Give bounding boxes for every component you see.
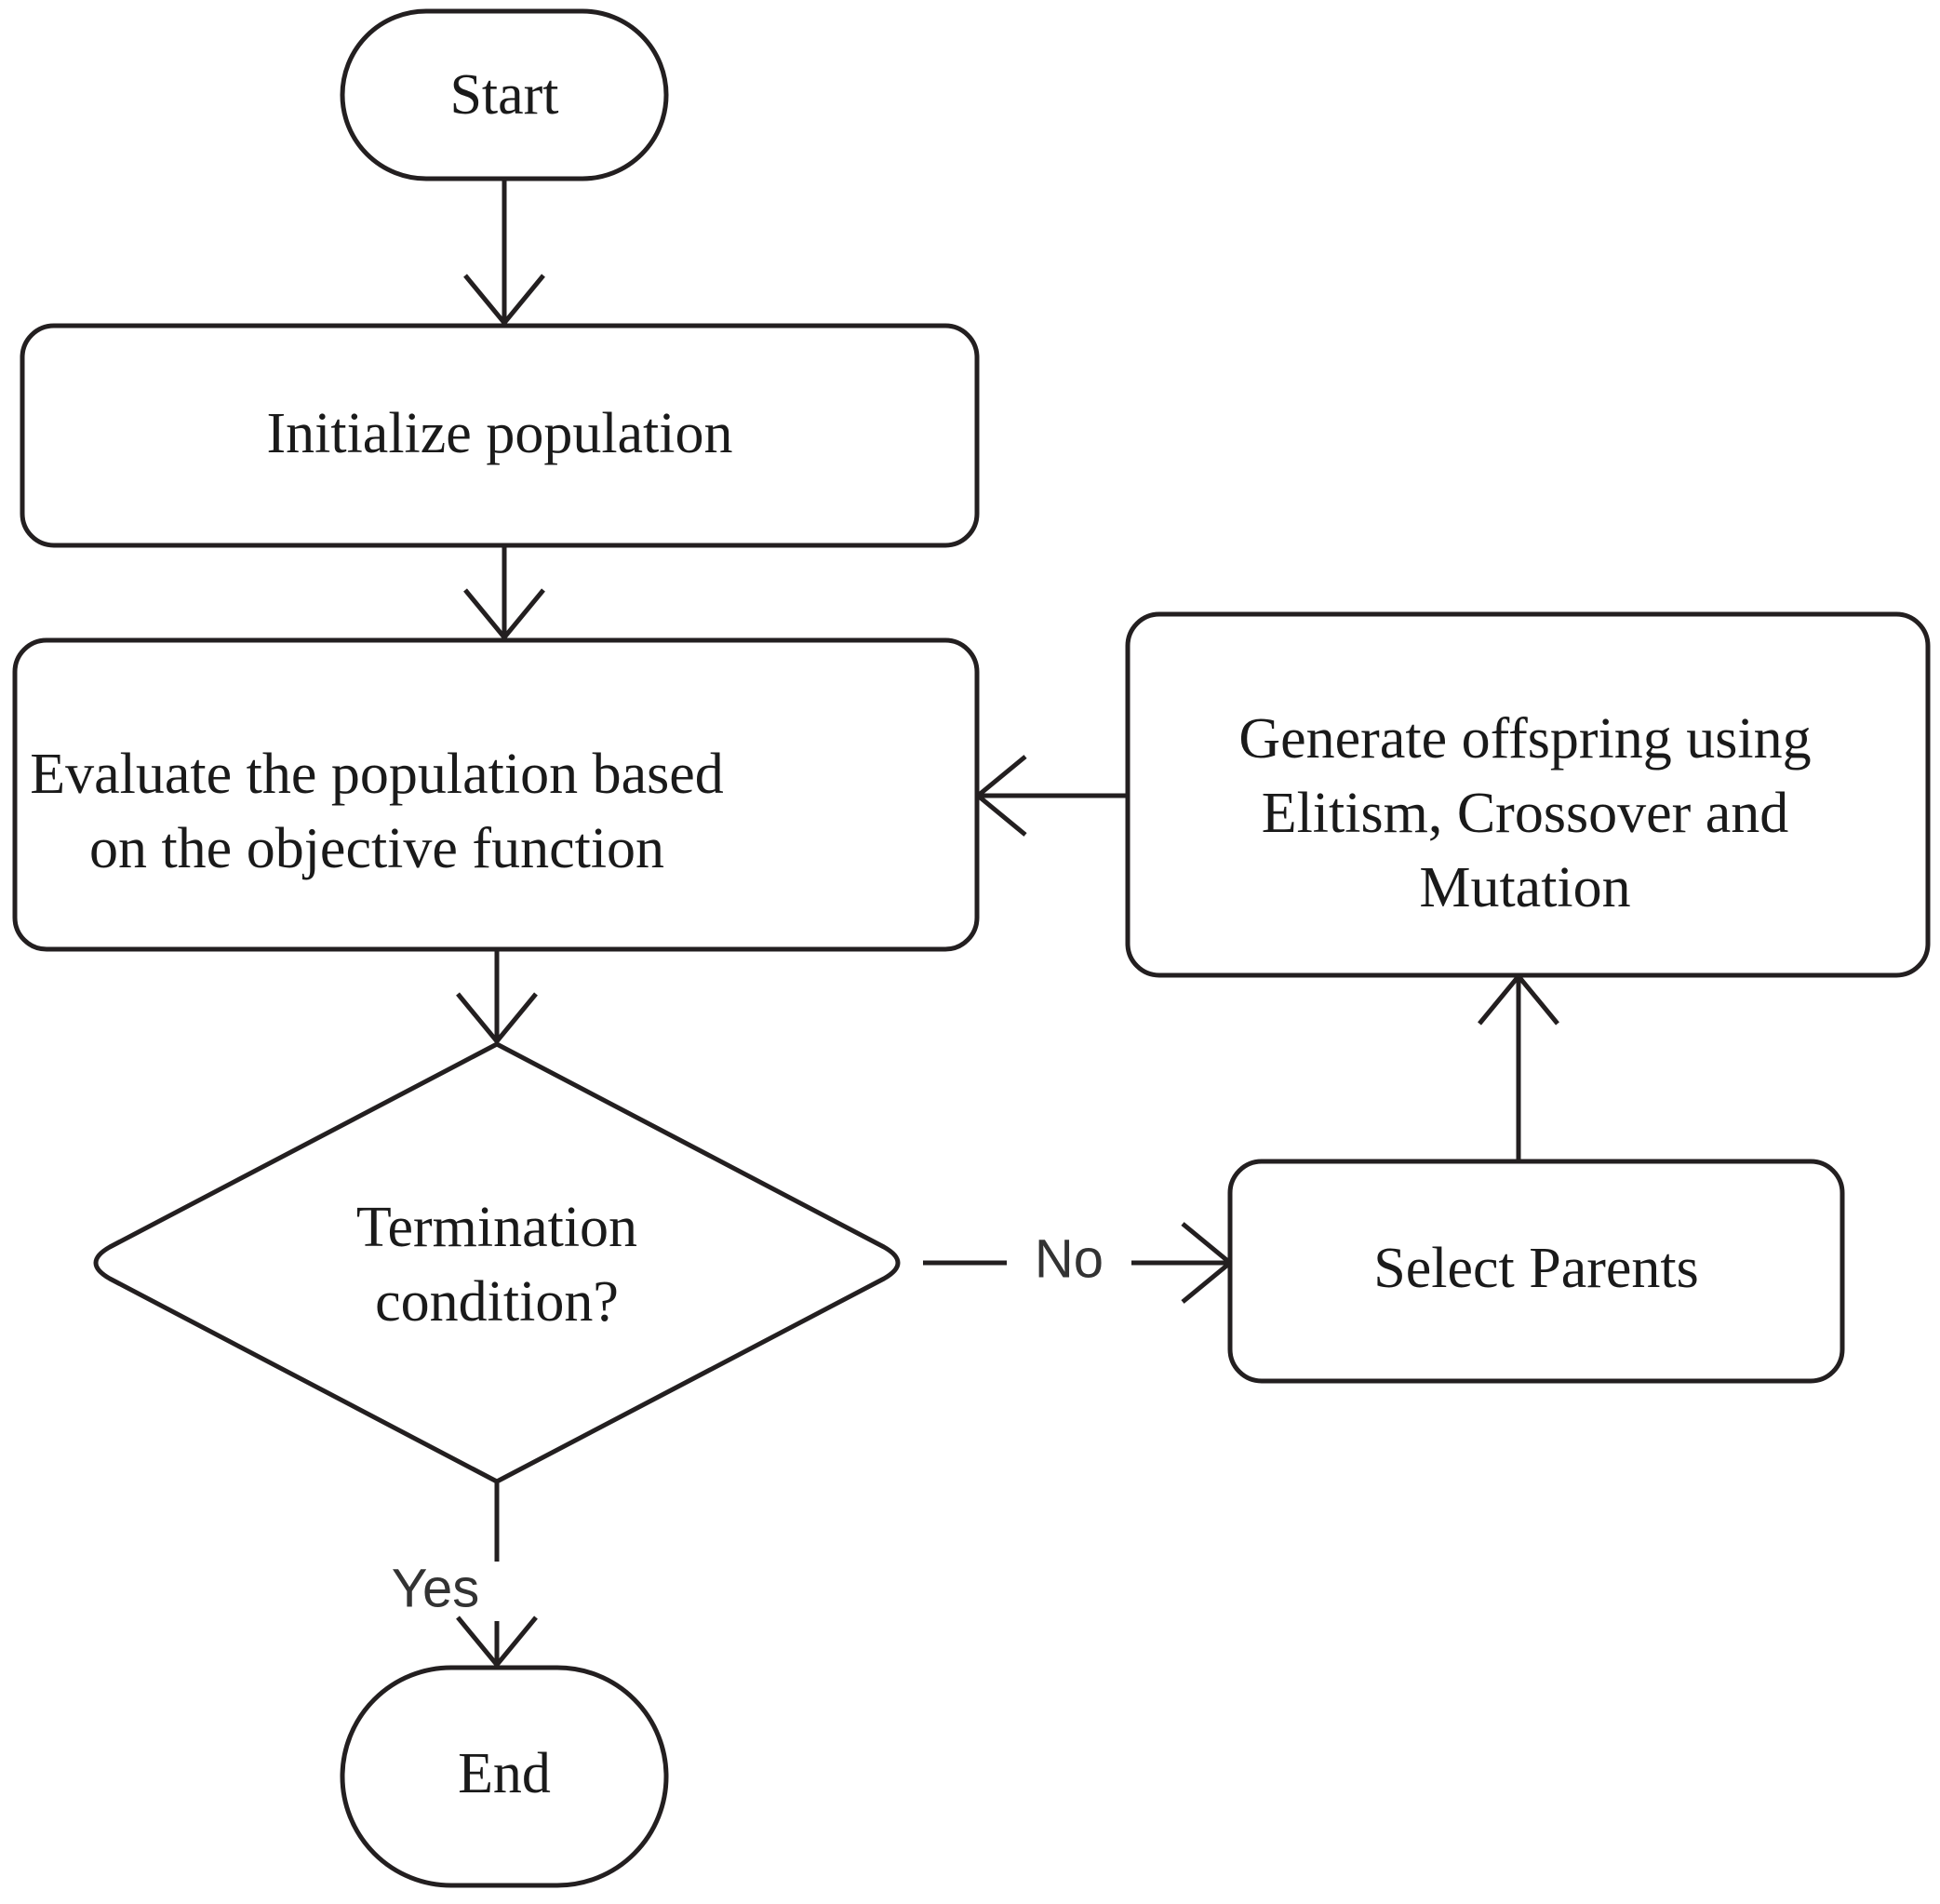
node-generate-offspring-shape [1125,611,1931,978]
edge-label-no: No [1035,1228,1104,1289]
edge-label-yes: Yes [392,1558,480,1618]
node-initialize-population[interactable]: Initialize population [20,323,980,548]
node-initialize-population-label: Initialize population [266,402,732,465]
node-initialize-population-shape [20,323,980,548]
node-generate-offspring-label-line3: Mutation [1419,856,1630,919]
arrowhead-down-icon [456,992,538,1045]
node-end-label: End [458,1742,551,1805]
node-select-parents[interactable]: Select Parents [1227,1159,1845,1384]
edge-start-to-initialize [463,179,545,327]
edge-termination-to-end: Yes [392,1482,538,1669]
edge-evaluate-to-termination [456,949,538,1045]
edge-initialize-to-evaluate [463,545,545,641]
node-evaluate-population-shape [12,637,980,952]
arrowhead-down-icon [463,274,545,327]
node-evaluate-population-label-line2: on the objective function [89,817,664,880]
node-evaluate-population-label-line1: Evaluate the population based [30,743,723,806]
edge-generate-to-evaluate [974,755,1126,837]
node-start-label: Start [449,63,558,127]
node-termination-condition-shape [93,1041,901,1484]
node-termination-condition[interactable]: Termination condition? [93,1041,901,1484]
node-start-shape [340,8,669,181]
node-end[interactable]: End [340,1665,669,1888]
arrowhead-down-icon [456,1616,538,1669]
node-generate-offspring[interactable]: Generate offspring using Elitism, Crosso… [1125,611,1931,978]
edge-select-parents-to-generate [1478,972,1559,1160]
node-generate-offspring-label-line1: Generate offspring using [1238,707,1811,771]
node-termination-condition-label-line2: condition? [375,1270,619,1334]
arrowhead-down-icon [463,588,545,641]
node-generate-offspring-label-line2: Elitism, Crossover and [1262,782,1789,845]
node-end-shape [340,1665,669,1888]
node-evaluate-population[interactable]: Evaluate the population based on the obj… [12,637,980,952]
node-select-parents-shape [1227,1159,1845,1384]
node-termination-condition-label-line1: Termination [356,1196,637,1259]
edge-termination-to-select-parents: No [923,1222,1234,1304]
node-start[interactable]: Start [340,8,669,181]
node-select-parents-label: Select Parents [1373,1237,1699,1300]
